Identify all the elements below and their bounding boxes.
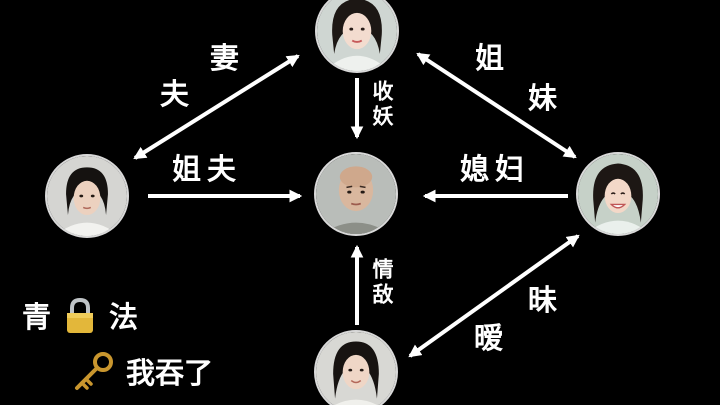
- label-bottom-right-lower: 暧: [474, 321, 504, 355]
- left-man-portrait: [45, 154, 129, 238]
- label-bottom-center-2: 敌: [370, 283, 394, 308]
- legend-line-1-start: 青: [22, 300, 52, 334]
- arrow-top-right: [416, 52, 577, 159]
- label-bottom-center: 情敌: [370, 258, 394, 308]
- arrow-top-left: [133, 54, 300, 160]
- label-top-center-1: 收: [370, 80, 394, 105]
- key-icon: [72, 351, 114, 399]
- label-bottom-right-upper: 昧: [528, 283, 558, 317]
- legend-line-1-end: 法: [109, 300, 139, 334]
- center-monk-portrait: [314, 152, 398, 236]
- legend-line-2-text: 我吞了: [126, 356, 214, 390]
- label-top-right-lower: 妹: [528, 81, 558, 115]
- legend-line-1: 青 法: [22, 294, 138, 342]
- label-top-left-upper: 妻: [210, 41, 240, 75]
- label-bottom-center-1: 情: [370, 258, 394, 283]
- label-top-center-2: 妖: [370, 105, 394, 130]
- bottom-man-portrait: [314, 330, 398, 405]
- arrow-bottom-right: [408, 234, 580, 358]
- label-right-center: 媳妇: [460, 152, 531, 186]
- right-woman-portrait: [576, 152, 660, 236]
- top-woman-portrait: [315, 0, 399, 73]
- legend-line-2: 我吞了: [72, 350, 213, 399]
- label-top-right-upper: 姐: [475, 41, 505, 75]
- lock-icon: [63, 297, 97, 342]
- label-top-left-lower: 夫: [160, 77, 190, 111]
- label-left-center: 姐夫: [172, 152, 243, 186]
- label-top-center: 收妖: [370, 80, 394, 130]
